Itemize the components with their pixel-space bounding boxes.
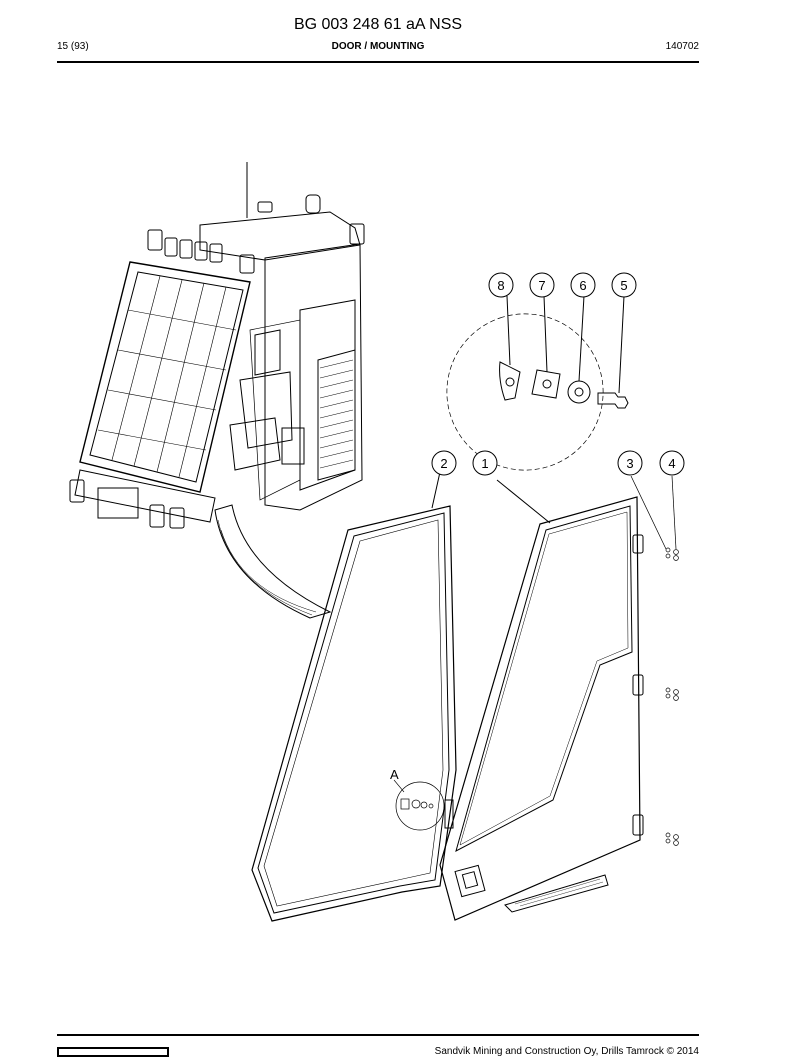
footer-copyright: Sandvik Mining and Construction Oy, Dril… <box>434 1046 699 1057</box>
footer-rule <box>57 1034 699 1036</box>
header-rule <box>57 61 699 63</box>
svg-text:8: 8 <box>497 278 504 293</box>
svg-text:7: 7 <box>538 278 545 293</box>
svg-text:6: 6 <box>579 278 586 293</box>
door-glass-illustration <box>251 462 457 922</box>
screw-sets <box>630 475 679 846</box>
section-title: DOOR / MOUNTING <box>331 41 425 52</box>
svg-text:3: 3 <box>626 456 633 471</box>
page-number: 15 (93) <box>57 41 89 52</box>
sandvik-logo <box>57 1047 169 1057</box>
svg-text:4: 4 <box>668 456 675 471</box>
callout-4: 4 <box>659 450 685 476</box>
hardware-detail-view <box>446 295 629 471</box>
callout-2: 2 <box>431 450 457 476</box>
svg-text:2: 2 <box>440 456 447 471</box>
svg-text:5: 5 <box>620 278 627 293</box>
cab-overview-illustration <box>69 162 365 619</box>
document-code: 140702 <box>665 41 699 52</box>
callout-6: 6 <box>570 272 596 298</box>
callout-1: 1 <box>472 450 498 476</box>
callout-5: 5 <box>611 272 637 298</box>
door-frame-illustration <box>439 479 644 921</box>
callout-7: 7 <box>529 272 555 298</box>
callout-8: 8 <box>488 272 514 298</box>
svg-text:1: 1 <box>481 456 488 471</box>
detail-a-label: A <box>390 767 399 782</box>
callout-3: 3 <box>617 450 643 476</box>
document-title: BG 003 248 61 aA NSS <box>293 16 463 33</box>
detail-a-view <box>393 779 445 831</box>
